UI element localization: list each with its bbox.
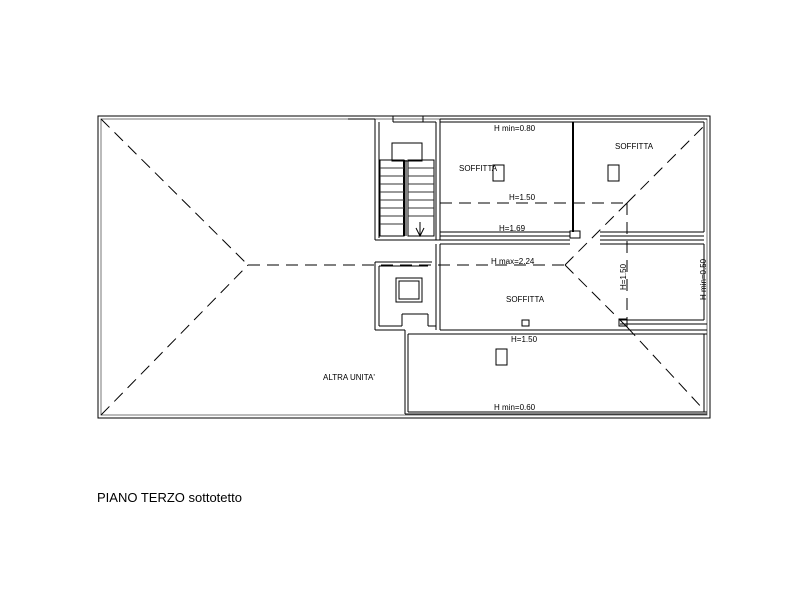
label-soffitta-2: SOFFITTA (615, 142, 654, 151)
room-walls (404, 118, 707, 415)
label-h169: H=1.69 (499, 224, 526, 233)
inner-wall-line (100, 118, 708, 416)
label-hmin-top: H min=0.80 (494, 124, 536, 133)
lift-shaft (374, 244, 441, 331)
label-soffitta-3: SOFFITTA (506, 295, 545, 304)
stair-treads (380, 167, 434, 225)
plan-caption: PIANO TERZO sottotetto (97, 490, 242, 505)
outer-wall (97, 115, 711, 419)
skylights (492, 164, 620, 366)
label-hmin-bottom: H min=0.60 (494, 403, 536, 412)
label-h150-vertical: H=1.50 (619, 263, 628, 290)
roof-lines (100, 118, 705, 416)
label-soffitta-1: SOFFITTA (459, 164, 498, 173)
label-hmin-right: H min=0.50 (699, 258, 708, 300)
label-h150-top: H=1.50 (509, 193, 536, 202)
stair-core (348, 116, 441, 241)
label-h150-bottom: H=1.50 (511, 335, 538, 344)
label-hmax: H max=2.24 (491, 257, 535, 266)
label-altra-unita: ALTRA UNITA' (323, 373, 375, 382)
